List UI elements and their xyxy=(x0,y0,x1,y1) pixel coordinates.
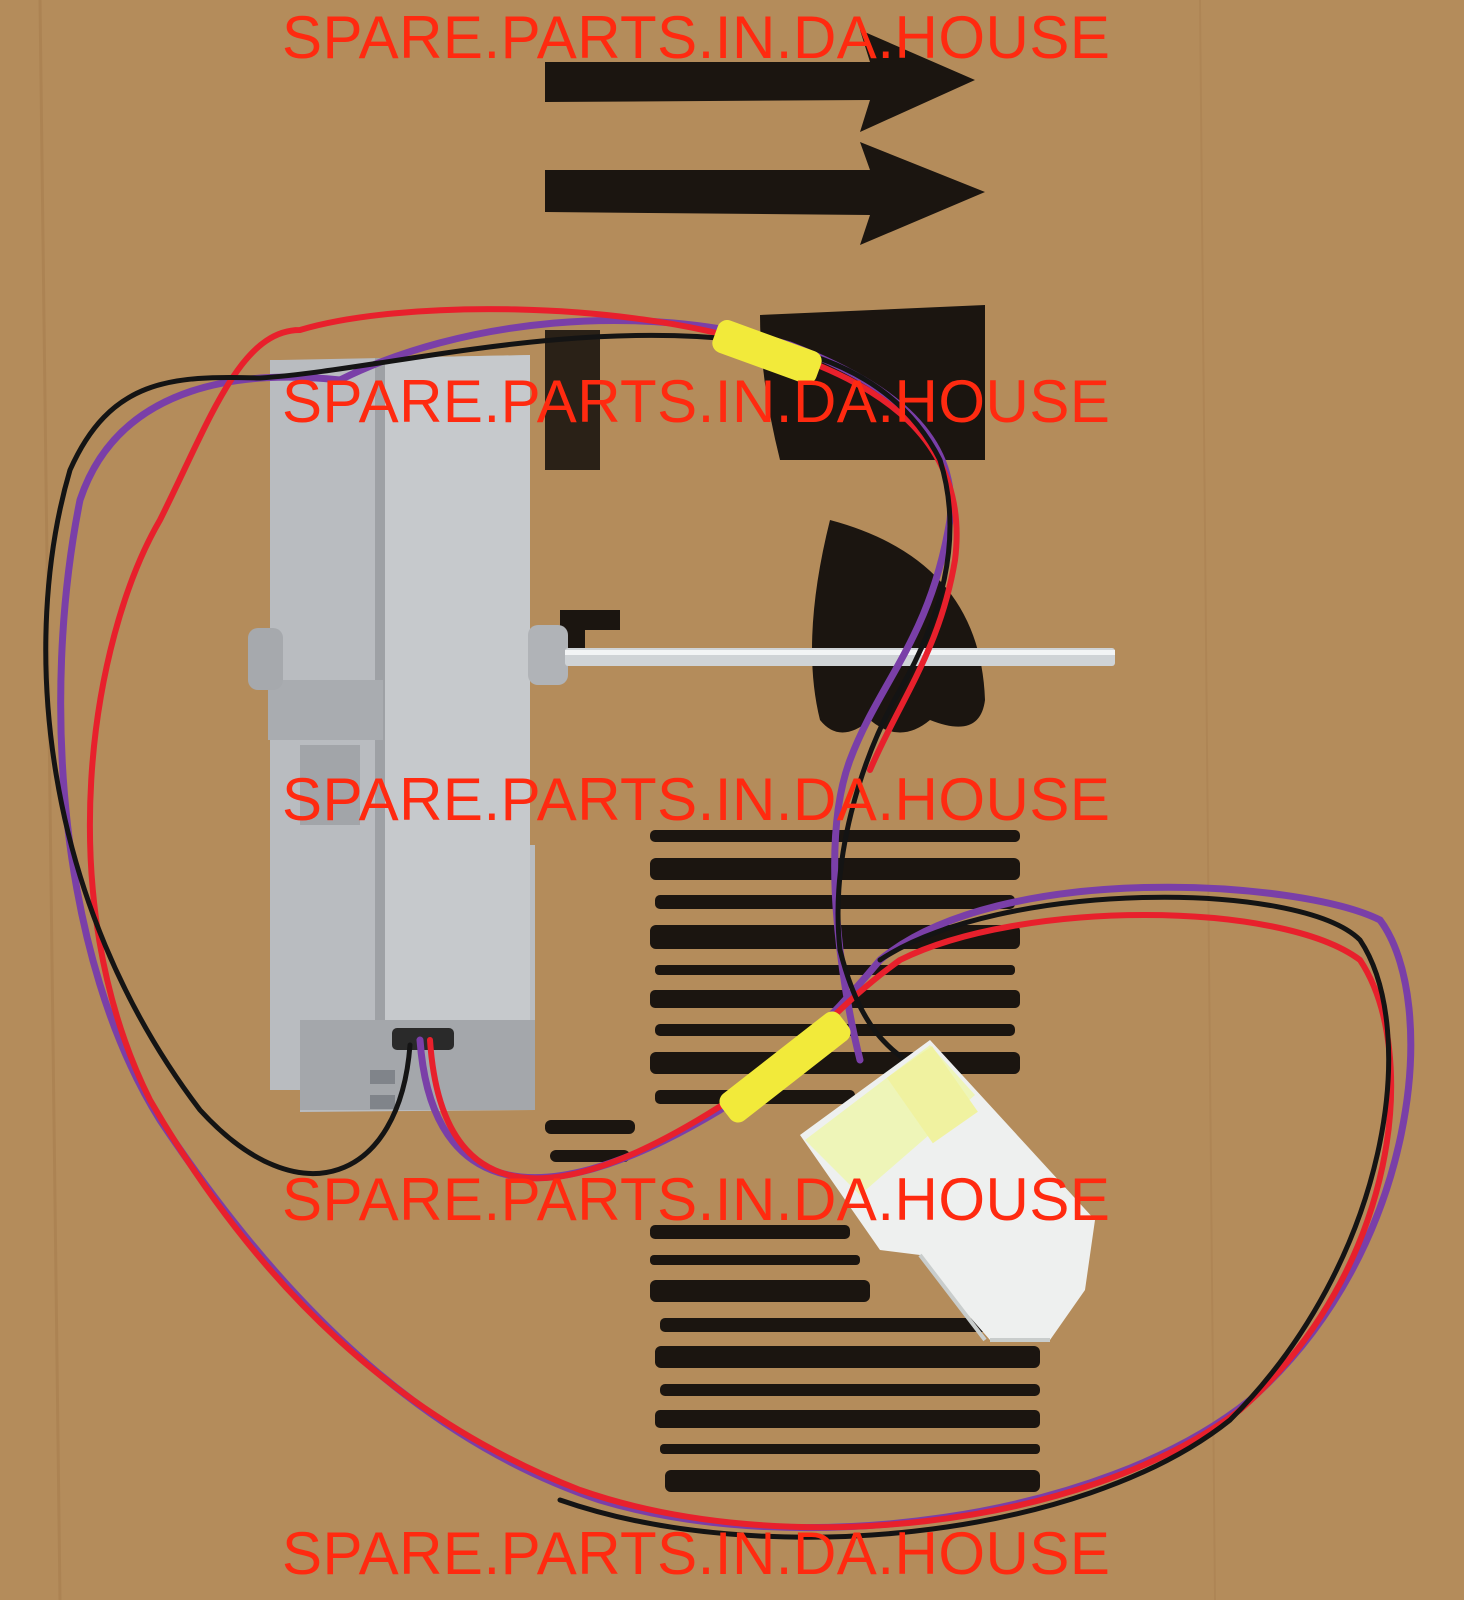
watermark-text: SPARE.PARTS.IN.DA.HOUSE xyxy=(282,368,1111,435)
arrow-icon xyxy=(545,142,985,245)
arrow-icon xyxy=(545,30,975,132)
watermark-text: SPARE.PARTS.IN.DA.HOUSE xyxy=(282,1166,1111,1233)
watermark-text: SPARE.PARTS.IN.DA.HOUSE xyxy=(282,766,1111,833)
wire-sleeve xyxy=(712,320,822,384)
wire-sleeve xyxy=(719,1011,851,1123)
wire-harness xyxy=(43,306,1415,1540)
fan-motor xyxy=(248,355,568,1112)
wire-connector xyxy=(800,1040,1095,1342)
watermark-text: SPARE.PARTS.IN.DA.HOUSE xyxy=(282,4,1111,71)
umbrella-icon xyxy=(560,520,985,733)
watermark-text: SPARE.PARTS.IN.DA.HOUSE xyxy=(282,1520,1111,1587)
